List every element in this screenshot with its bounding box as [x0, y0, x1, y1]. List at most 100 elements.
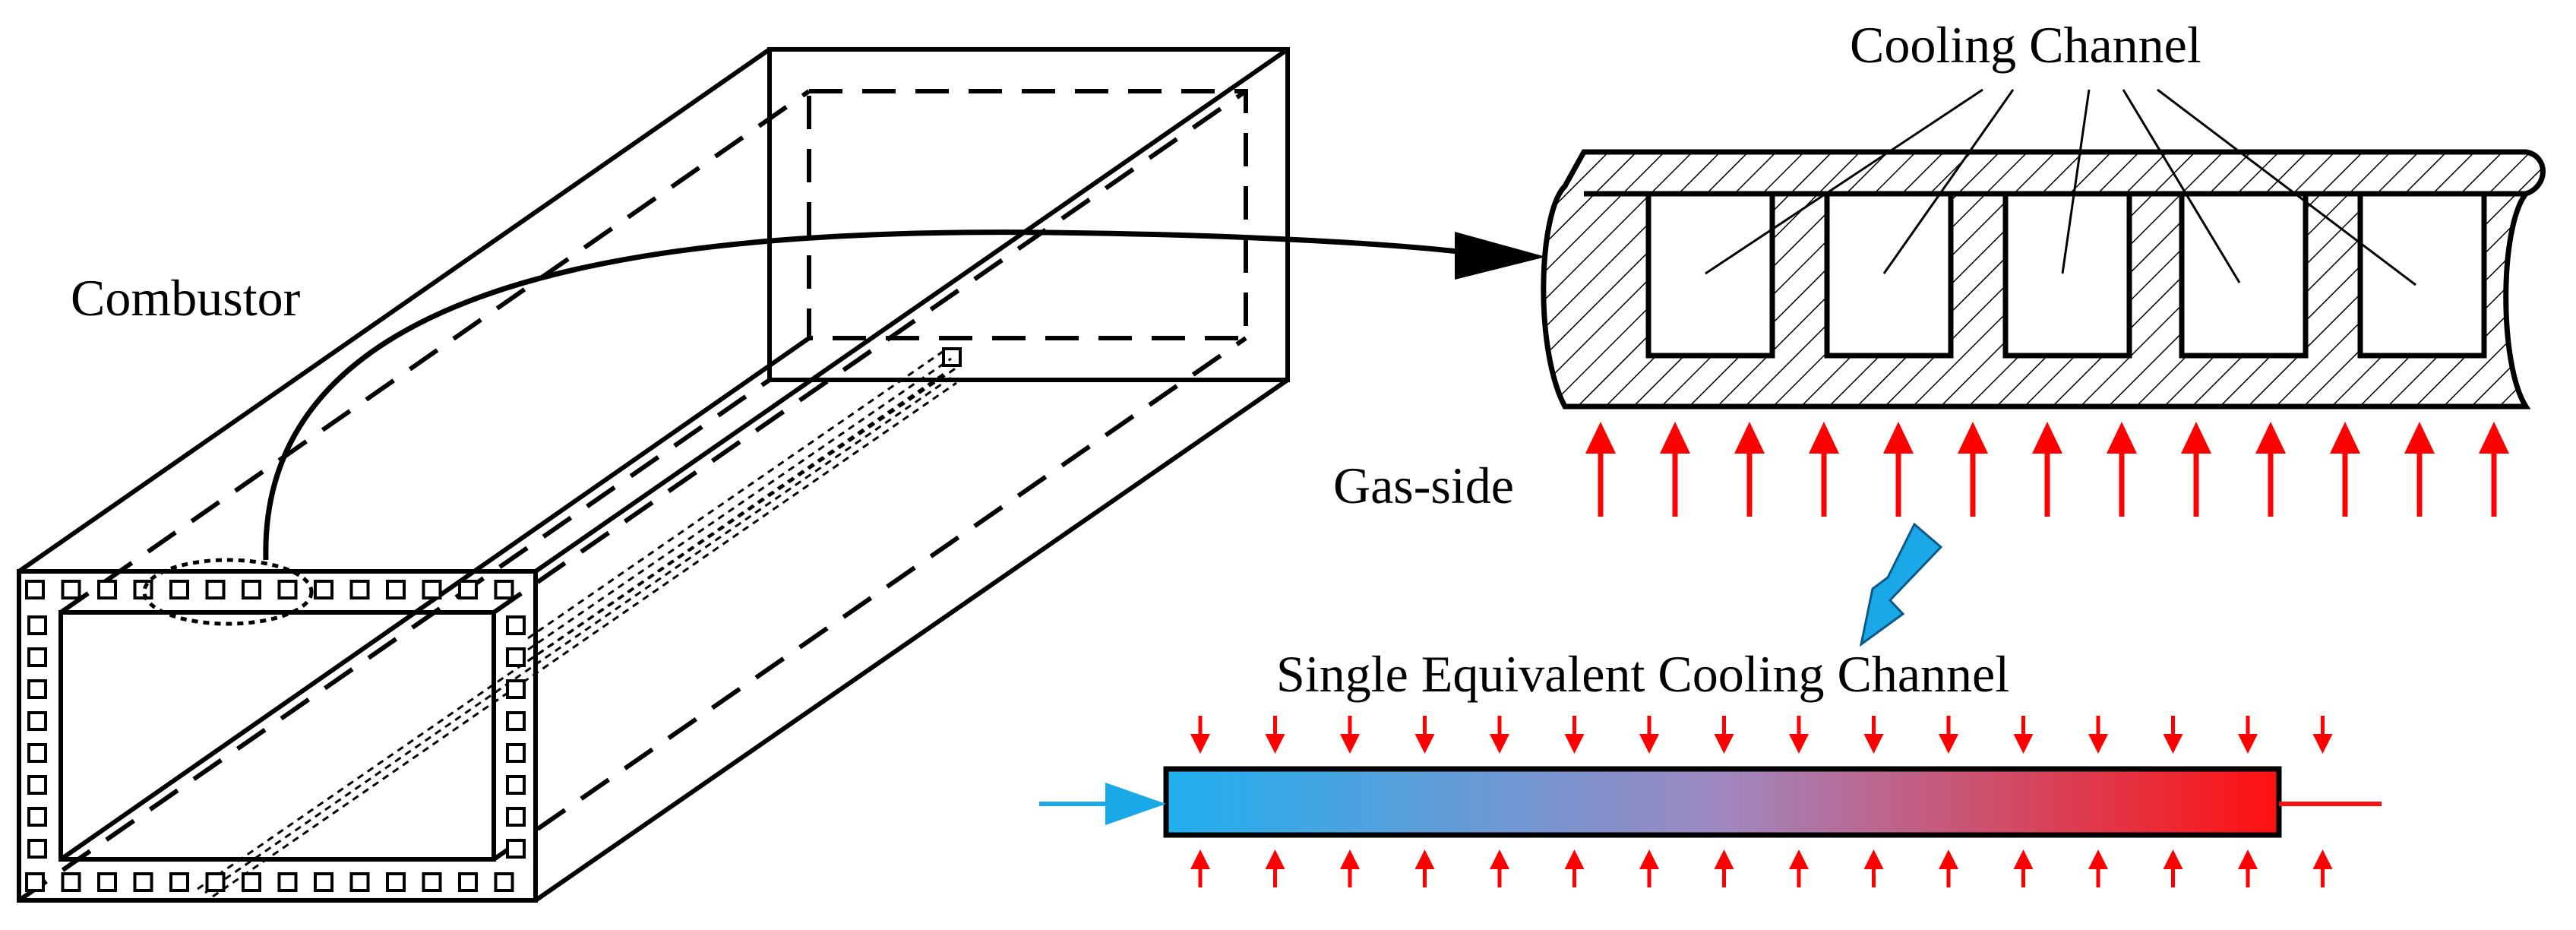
callout-curve	[263, 229, 1478, 561]
heat-flux-arrowhead	[2312, 849, 2333, 869]
channel-cell	[242, 580, 261, 599]
channel-cell	[27, 839, 47, 859]
channel-cell	[27, 775, 47, 795]
cooling-channel-cell	[2002, 191, 2132, 359]
channel-cell	[27, 615, 47, 635]
heat-flux-arrowhead	[1714, 734, 1734, 754]
heat-flux-arrowhead	[1660, 422, 1690, 454]
combustor-label: Combustor	[71, 269, 301, 327]
channel-cell	[27, 807, 47, 827]
channel-cell	[97, 872, 117, 892]
heat-flux-arrowhead	[2013, 849, 2034, 869]
channel-cell	[506, 711, 526, 731]
heat-flux-arrowhead	[1809, 422, 1839, 454]
channel-cell	[349, 872, 370, 892]
heat-flux-arrowhead	[2181, 422, 2211, 454]
cooling-channel-cell	[2179, 191, 2309, 359]
channel-cell	[314, 580, 333, 599]
channel-cell	[27, 647, 47, 667]
heat-flux-arrowhead	[1265, 849, 1285, 869]
cooling-channels	[1645, 191, 2487, 359]
channel-cell	[277, 580, 298, 599]
channel-cell	[169, 872, 189, 892]
channel-cell	[277, 872, 298, 892]
channel-cell	[506, 679, 526, 699]
channel-cell	[386, 872, 406, 892]
channel-cell	[27, 743, 47, 763]
heat-flux-arrowhead	[1734, 422, 1765, 454]
heat-flux-arrowhead	[2088, 734, 2108, 754]
channel-cell	[349, 580, 370, 599]
channel-cell	[494, 872, 514, 892]
back-face	[767, 47, 1290, 382]
heat-flux-arrowhead	[1883, 422, 1914, 454]
channel-cell	[422, 872, 442, 892]
back-channel-marker	[942, 347, 962, 367]
channel-cell	[458, 872, 478, 892]
channel-cell	[205, 580, 226, 599]
inlet-arrowhead	[1105, 783, 1166, 825]
single-equivalent-label: Single Equivalent Cooling Channel	[1276, 645, 2009, 703]
channel-projection-lines	[197, 348, 957, 898]
front-face-inner	[58, 610, 496, 862]
channel-cell	[506, 615, 526, 635]
heat-flux-arrowhead	[1340, 734, 1360, 754]
leader-line	[2122, 89, 2241, 283]
heat-flux-arrowhead	[1190, 849, 1210, 869]
heat-flux-arrowhead	[2404, 422, 2435, 454]
heat-flux-arrowhead	[2013, 734, 2034, 754]
leader-line	[2157, 88, 2416, 286]
heat-flux-arrowhead	[1789, 849, 1809, 869]
channel-cell	[458, 580, 478, 599]
channel-cell	[386, 580, 406, 599]
channel-cell	[506, 647, 526, 667]
cross-section	[1541, 88, 2546, 410]
heat-flux-arrowhead	[2088, 849, 2108, 869]
bottom-right-edge	[534, 378, 1289, 903]
top-heat-arrows	[1190, 716, 2333, 754]
heat-flux-arrowhead	[1585, 422, 1616, 454]
cooling-channel-cell	[1824, 191, 1954, 359]
heat-flux-arrowhead	[1714, 849, 1734, 869]
heat-flux-arrowhead	[2238, 734, 2258, 754]
heat-flux-arrowhead	[2107, 422, 2137, 454]
heat-flux-arrowhead	[2479, 422, 2509, 454]
channel-cell	[169, 580, 189, 599]
channel-cell	[61, 872, 81, 892]
gas-side-label: Gas-side	[1333, 457, 1514, 514]
channel-cell	[27, 711, 47, 731]
leader-line	[1705, 88, 1983, 275]
heat-flux-arrowhead	[1863, 734, 1884, 754]
channel-cell	[61, 580, 81, 599]
bottom-heat-arrows	[1190, 849, 2333, 887]
heat-flux-arrowhead	[1939, 734, 1958, 754]
cooling-channel-cell	[1645, 191, 1775, 359]
channel-cell	[97, 580, 117, 599]
channel-cell	[25, 872, 45, 892]
heat-flux-arrowhead	[1265, 734, 1285, 754]
heat-flux-arrowhead	[1639, 734, 1659, 754]
heat-flux-arrowhead	[2238, 849, 2258, 869]
heat-flux-arrowhead	[2255, 422, 2286, 454]
combustor-box	[17, 47, 1290, 903]
channel-cell	[506, 743, 526, 763]
channel-cell	[314, 872, 333, 892]
channel-cell	[25, 580, 45, 599]
heat-flux-arrowhead	[1490, 734, 1509, 754]
heat-flux-arrowhead	[1939, 849, 1958, 869]
leader-lines	[1705, 88, 2416, 286]
leader-line	[1882, 89, 2015, 274]
channel-cell	[133, 872, 153, 892]
top-left-edge	[17, 47, 771, 574]
callout-arrowhead	[1455, 232, 1546, 280]
heat-flux-arrowhead	[1564, 734, 1585, 754]
channel-cell	[506, 839, 526, 859]
hidden-edges	[17, 89, 1248, 903]
top-right-edge	[534, 47, 1289, 574]
front-face-outer	[17, 569, 538, 903]
equivalent-channel-bar	[1163, 766, 2282, 838]
heat-flux-arrowhead	[2163, 849, 2183, 869]
heat-flux-arrowhead	[1190, 734, 1210, 754]
